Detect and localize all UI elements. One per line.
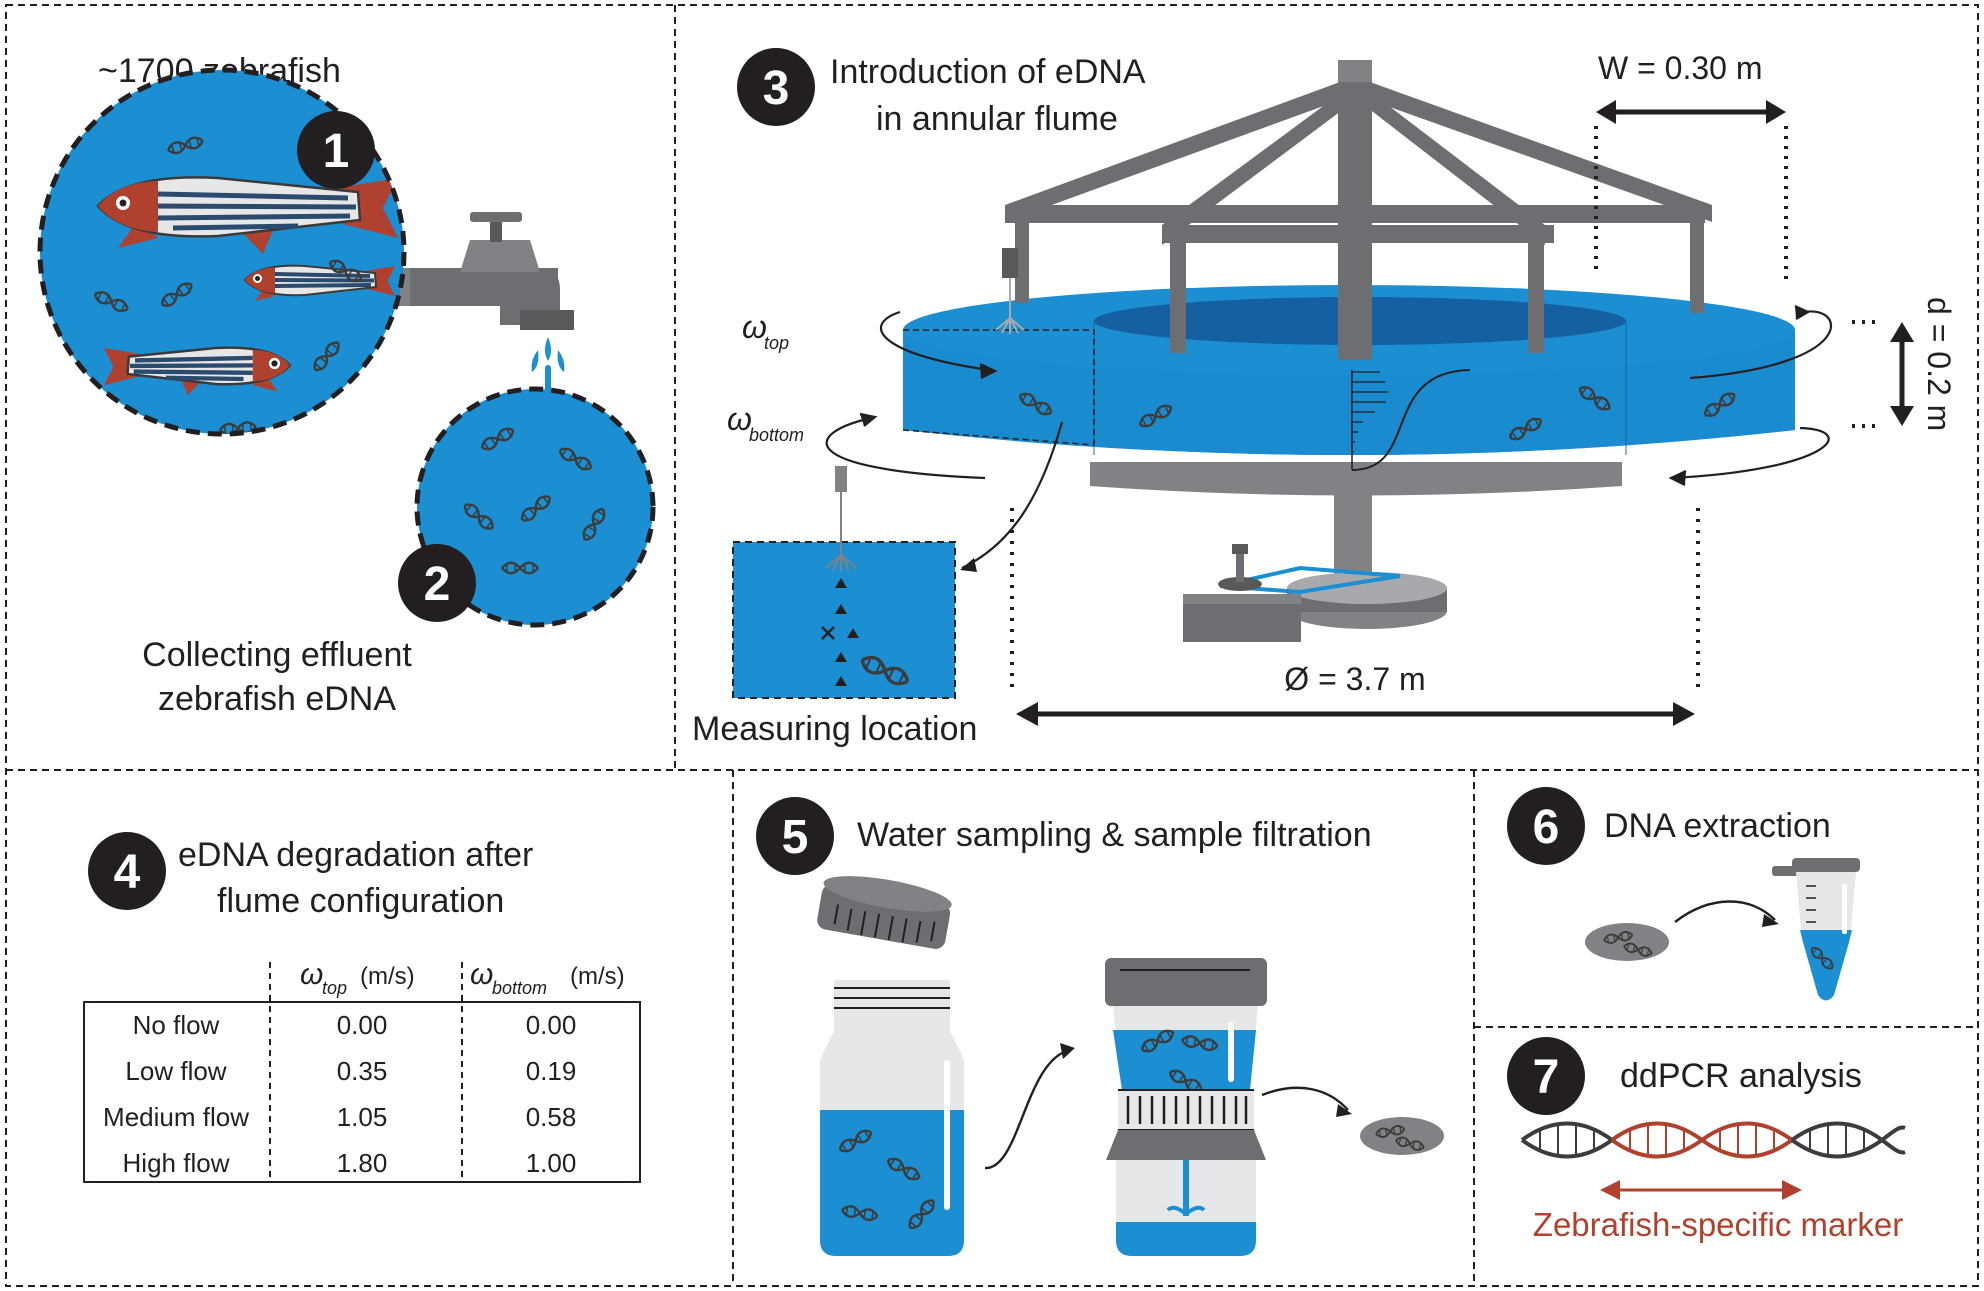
svg-text:5: 5: [782, 811, 809, 864]
measuring-location-label: Measuring location: [692, 710, 977, 748]
svg-text:ω: ω: [742, 309, 767, 345]
svg-text:6: 6: [1533, 801, 1560, 854]
flume-title-line1: Introduction of eDNA: [830, 53, 1146, 91]
flow-arrows-right: [1668, 305, 1833, 486]
svg-text:ω: ω: [727, 401, 752, 437]
arrow-to-filter-paper: [1261, 1086, 1349, 1111]
collecting-caption-line1: Collecting effluent: [142, 636, 412, 674]
step-4-badge: 4: [88, 832, 166, 910]
svg-text:bottom: bottom: [749, 425, 804, 445]
effluent-sample-circle: [414, 386, 656, 628]
svg-text:0.00: 0.00: [337, 1010, 388, 1040]
svg-text:Medium flow: Medium flow: [103, 1102, 249, 1132]
sample-bottle-icon: [817, 876, 964, 1256]
svg-text:0.19: 0.19: [526, 1056, 577, 1086]
panel-borders: [5, 4, 1979, 1287]
step-5-badge: 5: [756, 797, 834, 875]
filter-unit-icon: [1105, 958, 1267, 1256]
svg-text:Ø = 3.7 m: Ø = 3.7 m: [1284, 661, 1425, 697]
step-7-badge: 7: [1507, 1037, 1585, 1115]
degradation-title-line1: eDNA degradation after: [178, 836, 533, 874]
table-row: High flow 1.80 1.00: [123, 1148, 577, 1178]
collecting-caption-line2: zebrafish eDNA: [158, 680, 396, 718]
width-dimension: W = 0.30 m: [1594, 50, 1788, 280]
svg-text:W = 0.30 m: W = 0.30 m: [1598, 50, 1763, 86]
panel-6: 6 DNA extraction: [1507, 787, 1860, 1001]
svg-text:ω: ω: [470, 958, 493, 991]
omega-bottom-arrow: [825, 412, 986, 480]
svg-text:ω: ω: [300, 958, 323, 991]
svg-text:(m/s): (m/s): [360, 963, 415, 990]
extraction-title: DNA extraction: [1604, 807, 1831, 845]
ddpcr-title: ddPCR analysis: [1620, 1057, 1862, 1095]
faucet-icon: [390, 212, 574, 330]
svg-text:0.35: 0.35: [337, 1056, 388, 1086]
flume-bottom-plate: [1090, 462, 1622, 496]
marker-range-arrow: [1600, 1180, 1802, 1200]
svg-text:Low flow: Low flow: [125, 1056, 226, 1086]
svg-text:1.00: 1.00: [526, 1148, 577, 1178]
table-header: ω top (m/s) ω bottom (m/s): [300, 958, 625, 998]
omega-bottom-label: ω bottom: [727, 401, 804, 445]
flow-config-table: ω top (m/s) ω bottom (m/s) No flow 0.00 …: [83, 958, 641, 1183]
flume-title-line2: in annular flume: [876, 100, 1118, 138]
svg-text:d = 0.2 m: d = 0.2 m: [1921, 297, 1957, 431]
filter-paper-icon: [1585, 923, 1669, 961]
zebrafish-icon: [243, 264, 395, 301]
svg-text:1.80: 1.80: [337, 1148, 388, 1178]
svg-text:3: 3: [763, 62, 790, 115]
svg-text:7: 7: [1533, 1051, 1560, 1104]
panel-3: 3 Introduction of eDNA in annular flume: [692, 48, 1957, 748]
svg-text:0.00: 0.00: [526, 1010, 577, 1040]
marker-label: Zebrafish-specific marker: [1533, 1206, 1903, 1243]
zebrafish-icon: [96, 176, 398, 254]
zebrafish-icon: [104, 346, 292, 396]
filter-paper-icon: [1360, 1117, 1444, 1155]
svg-text:1.05: 1.05: [337, 1102, 388, 1132]
sampling-title: Water sampling & sample filtration: [857, 816, 1372, 854]
water-drops: [531, 337, 565, 393]
svg-text:top: top: [322, 978, 347, 998]
svg-text:0.58: 0.58: [526, 1102, 577, 1132]
dna-helix-icon: [1520, 1121, 1906, 1159]
svg-text:bottom: bottom: [492, 978, 547, 998]
step-3-badge: 3: [737, 48, 815, 126]
panel-7: 7 ddPCR analysis Zebrafish-specific mark…: [1507, 1037, 1906, 1243]
table-row: Low flow 0.35 0.19: [125, 1056, 576, 1086]
svg-text:4: 4: [114, 846, 141, 899]
rotating-lid-frame: [1002, 60, 1712, 360]
panel-5: 5 Water sampling & sample filtration: [756, 797, 1444, 1256]
panel-4: 4 eDNA degradation after flume configura…: [83, 832, 641, 1183]
svg-text:(m/s): (m/s): [570, 963, 625, 990]
microcentrifuge-tube-icon: [1772, 858, 1860, 1001]
diameter-dimension: Ø = 3.7 m: [1010, 508, 1700, 726]
step-1-badge: 1: [297, 111, 375, 189]
svg-text:No flow: No flow: [133, 1010, 220, 1040]
degradation-title-line2: flume configuration: [217, 882, 504, 920]
table-row: Medium flow 1.05 0.58: [103, 1102, 576, 1132]
svg-text:1: 1: [323, 125, 350, 178]
arrow-to-tube: [1674, 900, 1776, 923]
svg-text:2: 2: [424, 558, 451, 611]
omega-top-arrow: [880, 310, 998, 379]
measuring-probe-icon: [995, 278, 1025, 334]
step-2-badge: 2: [398, 544, 476, 622]
svg-text:High flow: High flow: [123, 1148, 230, 1178]
arrow-to-filter: [984, 1048, 1071, 1170]
depth-dimension: d = 0.2 m: [1852, 297, 1957, 431]
panel-1: ~1700 zebrafish: [37, 52, 656, 718]
omega-top-label: ω top: [742, 309, 789, 353]
svg-text:top: top: [764, 333, 789, 353]
step-6-badge: 6: [1507, 787, 1585, 865]
measuring-location-inset: Measuring location: [692, 421, 1064, 748]
table-row: No flow 0.00 0.00: [133, 1010, 577, 1040]
